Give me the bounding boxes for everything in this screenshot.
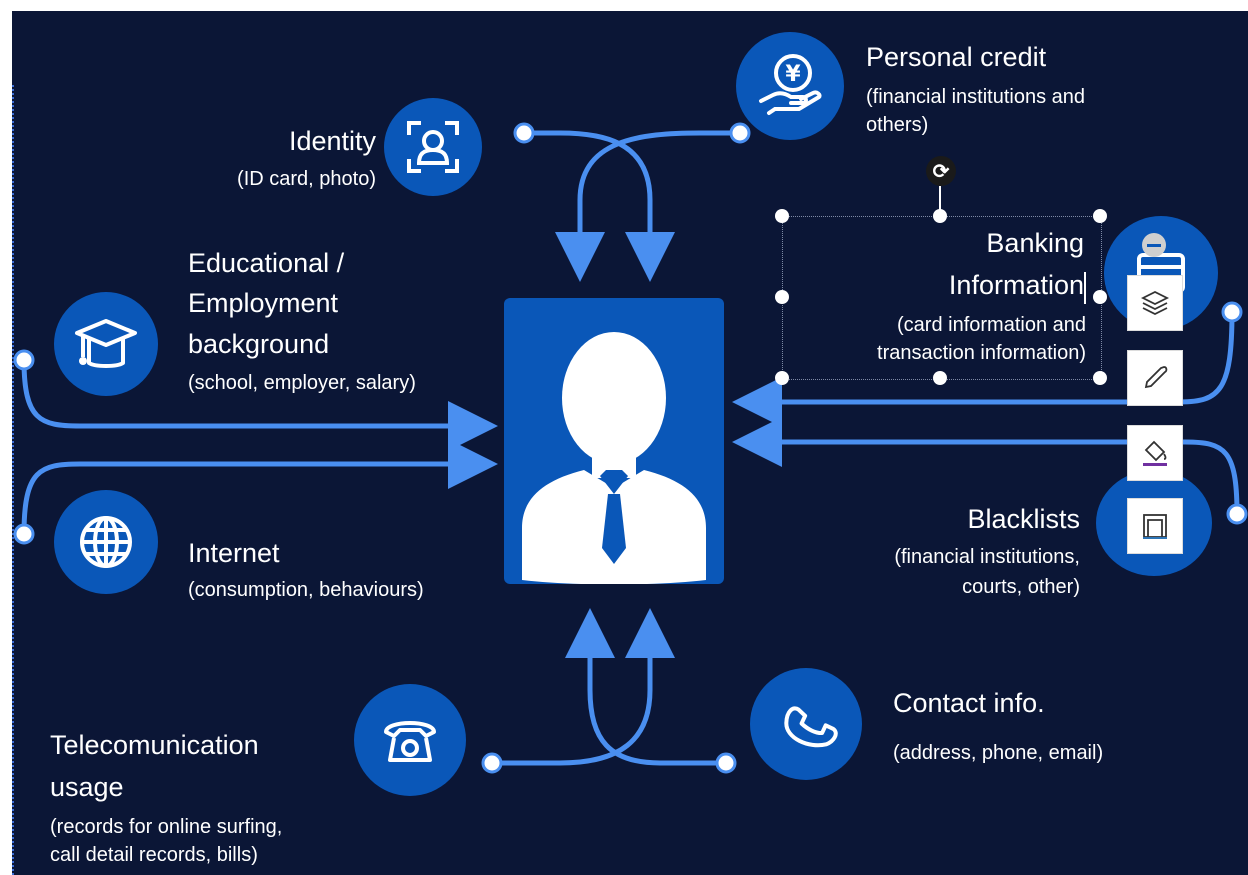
identity-circle[interactable] — [384, 98, 482, 196]
telecom-node — [481, 752, 503, 774]
resize-handle-right[interactable] — [1093, 290, 1107, 304]
personal-credit-circle[interactable]: ¥ — [736, 32, 844, 140]
face-frame-icon — [407, 121, 459, 173]
resize-handle-bottom-right[interactable] — [1093, 371, 1107, 385]
education-node — [13, 349, 35, 371]
collapse-minus-icon[interactable] — [1142, 233, 1166, 257]
contact-node — [715, 752, 737, 774]
telecom-circle[interactable] — [354, 684, 466, 796]
personal-credit-title: Personal credit — [866, 42, 1047, 72]
internet-title: Internet — [188, 538, 280, 568]
slide-margin — [0, 11, 12, 875]
telecom-line2: usage — [50, 772, 124, 802]
pen-tool-button[interactable] — [1127, 350, 1183, 406]
internet-node — [13, 523, 35, 545]
rotary-phone-icon — [384, 721, 436, 762]
center-person-panel[interactable] — [504, 298, 724, 585]
resize-handle-top-right[interactable] — [1093, 209, 1107, 223]
slide-guide-line — [12, 85, 14, 875]
person-icon — [522, 332, 706, 585]
banking-connector — [732, 311, 1235, 427]
svg-text:¥: ¥ — [785, 62, 801, 87]
phone-handset-icon — [784, 706, 838, 748]
identity-connector — [526, 130, 675, 282]
rotate-handle-stem — [939, 186, 941, 210]
internet-circle[interactable] — [54, 490, 158, 594]
telecom-connector — [492, 608, 675, 766]
blacklists-sub1: (financial institutions, — [894, 546, 1080, 568]
pen-icon — [1144, 366, 1168, 389]
yen-hand-icon: ¥ — [759, 54, 822, 115]
blacklists-connector — [732, 417, 1240, 515]
banking-node — [1221, 301, 1243, 323]
credit-connector — [555, 130, 740, 282]
telecom-sub2: call detail records, bills) — [50, 844, 258, 866]
contact-connector — [565, 608, 724, 766]
education-line3: background — [188, 329, 330, 359]
identity-title: Identity — [288, 126, 376, 156]
rotate-handle-icon[interactable]: ⟳ — [926, 156, 956, 186]
resize-handle-left[interactable] — [775, 290, 789, 304]
layers-icon — [1140, 290, 1170, 316]
telecom-line1: Telecomunication — [50, 730, 259, 760]
contact-circle[interactable] — [750, 668, 862, 780]
banking-sub1[interactable]: (card information and — [897, 314, 1086, 336]
frame-icon — [1143, 514, 1167, 539]
contact-title: Contact info. — [893, 688, 1045, 718]
personal-credit-sub1: (financial institutions and — [866, 86, 1086, 108]
contact-subtitle: (address, phone, email) — [893, 742, 1104, 764]
resize-handle-bottom-left[interactable] — [775, 371, 789, 385]
telecom-sub1: (records for online surfing, — [50, 816, 283, 838]
identity-node — [513, 122, 535, 144]
banking-title-line1[interactable]: Banking — [986, 228, 1084, 258]
blacklists-node — [1226, 503, 1248, 525]
education-circle[interactable] — [54, 292, 158, 396]
fill-icon — [1143, 440, 1167, 466]
internet-connector — [21, 439, 498, 535]
personal-credit-sub2: others) — [866, 114, 929, 136]
internet-subtitle: (consumption, behaviours) — [188, 579, 424, 601]
credit-node — [729, 122, 751, 144]
fill-tool-button[interactable] — [1127, 425, 1183, 481]
blacklists-sub2: courts, other) — [962, 576, 1080, 598]
text-caret — [1084, 272, 1086, 304]
education-connector — [21, 359, 498, 451]
globe-icon — [80, 516, 132, 568]
resize-handle-top-left[interactable] — [775, 209, 789, 223]
layers-tool-button[interactable] — [1127, 275, 1183, 331]
resize-handle-top[interactable] — [933, 209, 947, 223]
identity-subtitle: (ID card, photo) — [237, 168, 376, 190]
banking-title-line2[interactable]: Information — [948, 270, 1084, 300]
blacklists-title: Blacklists — [967, 504, 1080, 534]
graduation-cap-icon — [75, 319, 137, 368]
frame-tool-button[interactable] — [1127, 498, 1183, 554]
resize-handle-bottom[interactable] — [933, 371, 947, 385]
education-line1: Educational / — [188, 248, 345, 278]
education-line2: Employment — [188, 288, 339, 318]
banking-sub2[interactable]: transaction information) — [877, 342, 1086, 364]
education-subtitle: (school, employer, salary) — [188, 372, 416, 394]
